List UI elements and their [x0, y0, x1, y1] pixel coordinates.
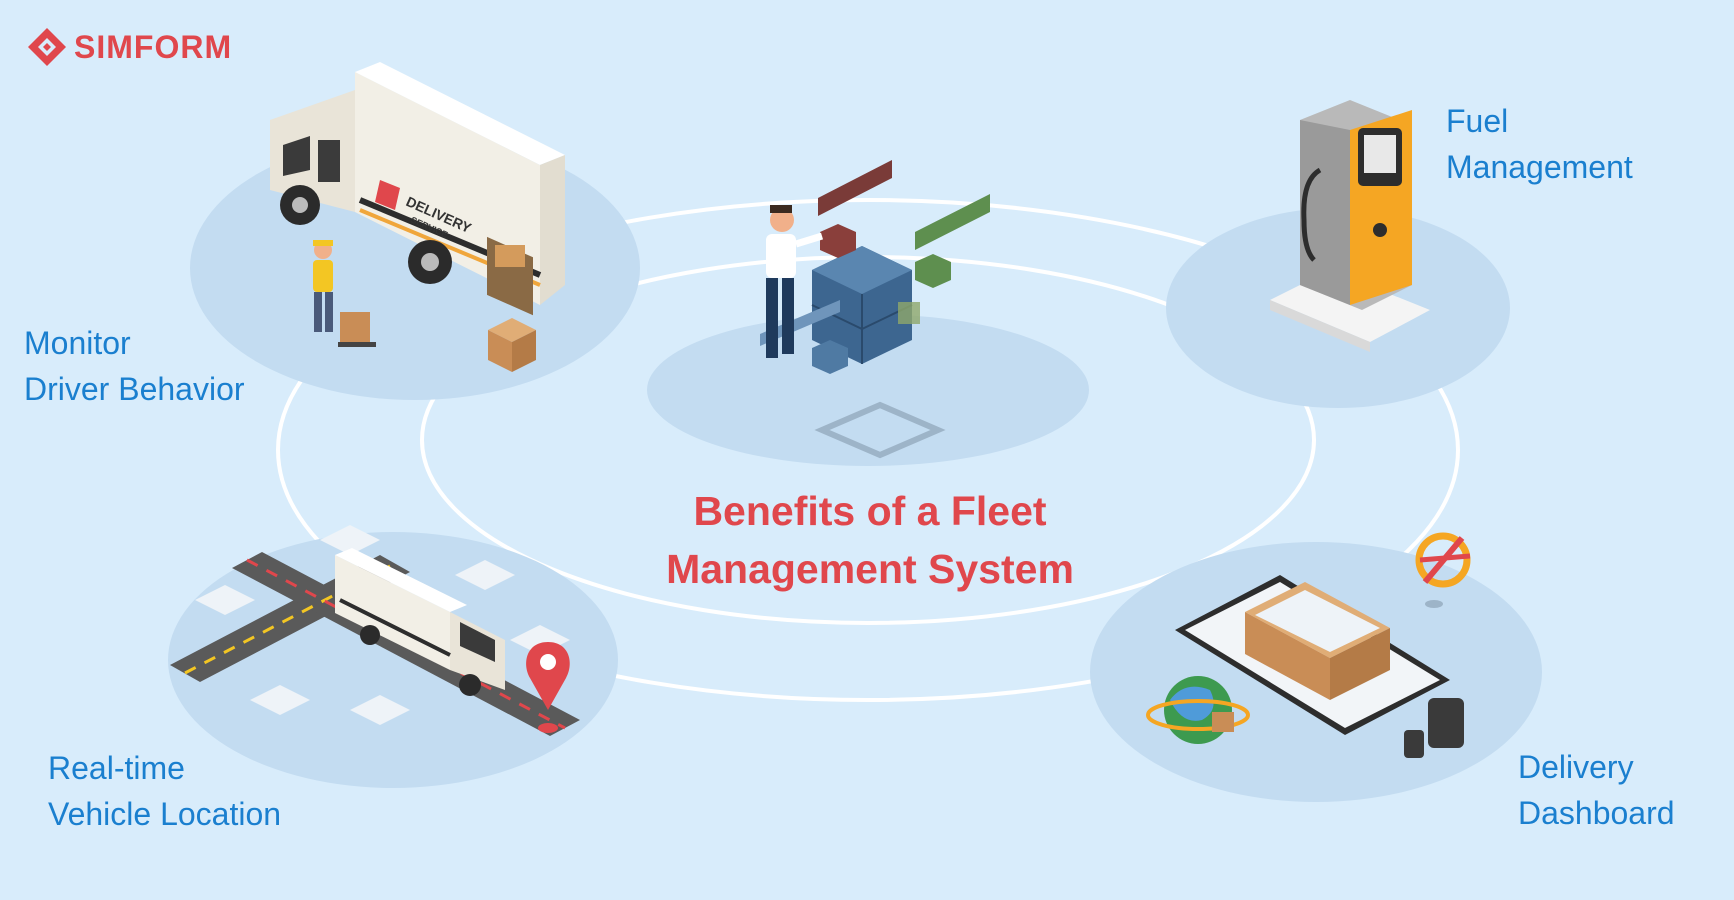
benefit-fuel-line-2: Management	[1446, 149, 1633, 185]
platform-location	[168, 532, 618, 788]
benefit-label-location: Real-time Vehicle Location	[48, 745, 281, 837]
brand-name: SIMFORM	[74, 28, 233, 65]
platform-center	[647, 314, 1089, 466]
weights-icon	[1404, 698, 1464, 758]
page-title: Benefits of a Fleet Management System	[580, 482, 1160, 598]
benefit-dashboard-line-1: Delivery	[1518, 749, 1634, 785]
target-pin-icon	[1415, 532, 1471, 608]
smartphone-package-icon	[1175, 575, 1450, 735]
benefit-driver-line-1: Monitor	[24, 325, 131, 361]
benefit-driver-line-2: Driver Behavior	[24, 371, 245, 407]
cardboard-box-icon	[488, 318, 536, 372]
map-truck-icon	[170, 525, 580, 736]
simform-logo: SIMFORM	[26, 26, 232, 68]
businessman-icon	[766, 205, 824, 358]
title-line-1: Benefits of a Fleet	[693, 488, 1047, 534]
delivery-truck-icon: DELIVERY SERVICE	[270, 62, 565, 316]
simform-logo-icon	[28, 28, 66, 66]
title-line-2: Management System	[666, 546, 1074, 592]
benefit-label-dashboard: Delivery Dashboard	[1518, 744, 1675, 836]
benefit-dashboard-line-2: Dashboard	[1518, 795, 1675, 831]
location-pin-icon	[526, 642, 570, 733]
benefit-location-line-1: Real-time	[48, 750, 185, 786]
fuel-pump-icon	[1270, 100, 1430, 352]
benefit-label-fuel: Fuel Management	[1446, 98, 1633, 190]
benefit-label-driver: Monitor Driver Behavior	[24, 320, 245, 412]
globe-icon	[1146, 676, 1250, 744]
outer-orbit-ring	[276, 198, 1460, 702]
benefit-fuel-line-1: Fuel	[1446, 103, 1509, 139]
courier-person-icon	[313, 240, 376, 347]
benefit-location-line-2: Vehicle Location	[48, 796, 282, 832]
analytics-cubes-icon	[760, 160, 990, 459]
